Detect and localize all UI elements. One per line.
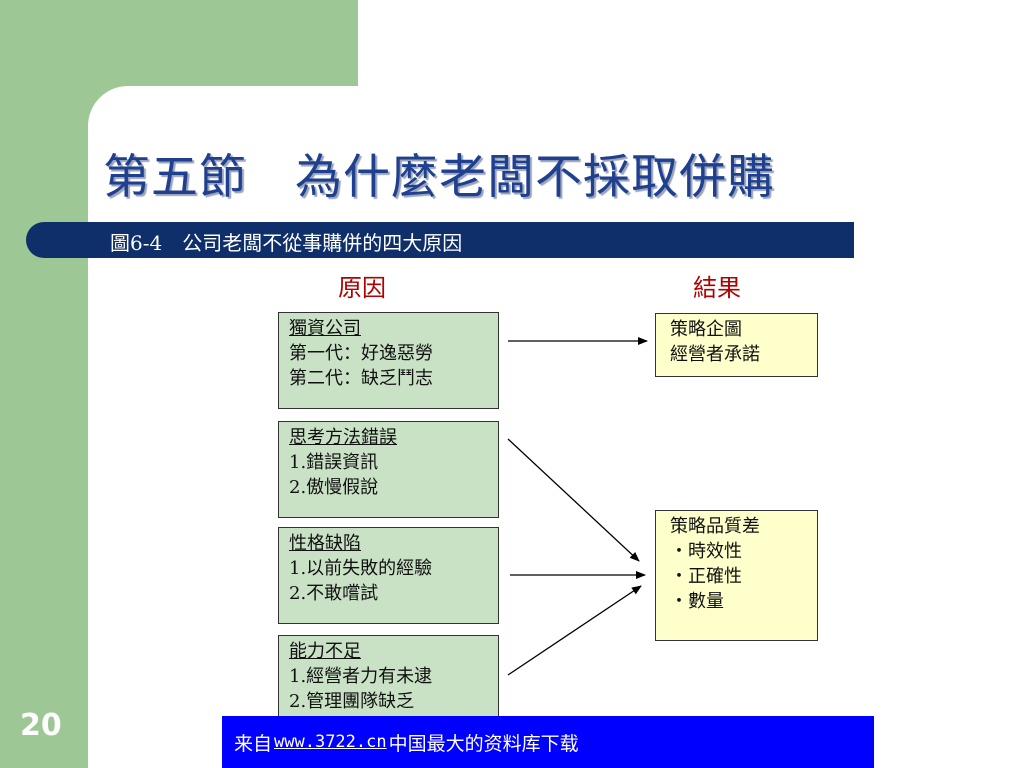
top-band <box>0 0 358 86</box>
cause-title: 思考方法錯誤 <box>289 427 397 448</box>
cause-line: 1.經營者力有未逮 <box>289 666 433 687</box>
page-number: 20 <box>20 708 62 743</box>
result-line: ‧數量 <box>670 591 724 612</box>
cause-box-wrong-thinking: 思考方法錯誤 1.錯誤資訊 2.傲慢假說 <box>278 421 499 518</box>
cause-line: 第二代：缺乏鬥志 <box>289 368 433 389</box>
result-line: 經營者承諾 <box>670 344 760 365</box>
arrow-ability-to-quality <box>507 585 642 676</box>
result-line: 策略企圖 <box>670 319 742 340</box>
page-title: 第五節 為什麼老闆不採取併購 <box>103 150 775 205</box>
footer-suffix: 中国最大的资料库下载 <box>388 732 579 755</box>
footer-link[interactable]: www.3722.cn <box>274 732 387 752</box>
slide-background-top <box>358 0 1024 86</box>
footer-prefix: 来自 <box>234 732 273 755</box>
cause-line: 2.不敢嚐試 <box>289 583 379 604</box>
cause-box-personality-flaw: 性格缺陷 1.以前失敗的經驗 2.不敢嚐試 <box>278 527 499 624</box>
result-line: ‧時效性 <box>670 541 742 562</box>
result-box-strategic-intent: 策略企圖 經營者承諾 <box>655 313 818 377</box>
footer-banner: 来自 www.3722.cn 中国最大的资料库下载 <box>222 716 874 768</box>
cause-column-header: 原因 <box>338 274 386 302</box>
sidebar-band <box>0 0 88 768</box>
cause-box-sole-proprietorship: 獨資公司 第一代：好逸惡勞 第二代：缺乏鬥志 <box>278 312 499 409</box>
cause-line: 第一代：好逸惡勞 <box>289 343 433 364</box>
cause-box-insufficient-ability: 能力不足 1.經營者力有未逮 2.管理團隊缺乏 <box>278 635 499 729</box>
cause-title: 性格缺陷 <box>289 533 361 554</box>
figure-caption: 圖6-4 公司老闆不從事購併的四大原因 <box>110 231 463 255</box>
cause-line: 2.管理團隊缺乏 <box>289 691 415 712</box>
cause-line: 1.錯誤資訊 <box>289 452 379 473</box>
arrow-thinking-to-quality <box>507 438 640 562</box>
cause-title: 能力不足 <box>289 641 361 662</box>
slide-background <box>88 86 1024 768</box>
cause-line: 1.以前失敗的經驗 <box>289 558 433 579</box>
cause-line: 2.傲慢假說 <box>289 477 379 498</box>
result-column-header: 結果 <box>693 274 741 302</box>
cause-title: 獨資公司 <box>289 318 361 339</box>
result-line: ‧正確性 <box>670 566 742 587</box>
result-box-poor-strategy-quality: 策略品質差 ‧時效性 ‧正確性 ‧數量 <box>655 510 818 641</box>
figure-caption-bar <box>26 222 854 258</box>
result-line: 策略品質差 <box>670 516 760 537</box>
